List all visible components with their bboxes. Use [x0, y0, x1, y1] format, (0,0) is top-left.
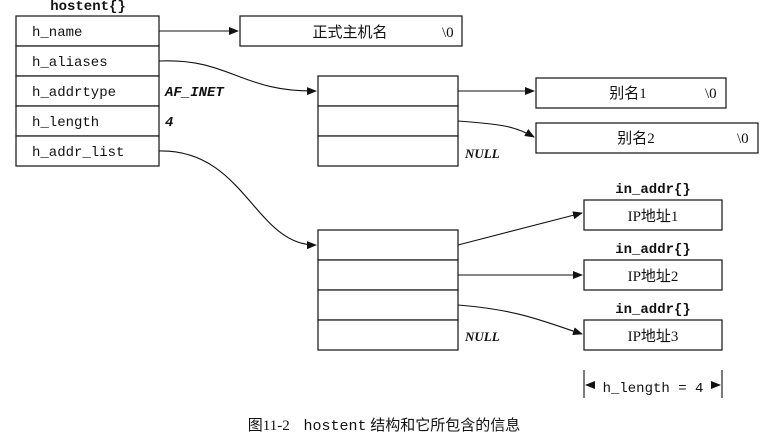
official-name-text: 正式主机名 [312, 24, 387, 41]
alias-list-null: NULL [464, 146, 500, 161]
addrtype-value: AF_INET [164, 85, 225, 101]
caption-figure-number: 图11-2 [248, 417, 290, 434]
alias-1-text: 别名1 [609, 85, 647, 102]
hostent-struct: h_name h_aliases h_addrtype h_length h_a… [15, 15, 160, 167]
caption-text: 结构和它所包含的信息 [370, 416, 520, 434]
official-name-terminator: \0 [442, 25, 454, 41]
addr-pointer-array [317, 229, 459, 351]
alias-1-terminator: \0 [705, 86, 717, 102]
in-addr-1-text: IP地址1 [628, 208, 679, 225]
alias-1-box [535, 77, 727, 109]
in-addr-1-title: in_addr{} [615, 182, 691, 198]
length-annotation: h_length = 4 [603, 381, 704, 397]
official-name-box [239, 15, 463, 47]
caption-code: hostent [303, 418, 366, 435]
arrow-addr-3 [457, 304, 583, 336]
alias-pointer-cell [317, 75, 459, 107]
hostent-title: hostent{} [50, 0, 126, 15]
field-h-addrtype: h_addrtype [32, 85, 116, 101]
in-addr-3-text: IP地址3 [628, 328, 679, 345]
addr-list-null: NULL [464, 329, 500, 344]
hostent-field-box [15, 15, 160, 47]
hostent-field-box [15, 135, 160, 167]
arrow-aliases-to-array [158, 60, 317, 96]
addr-pointer-cell [317, 229, 459, 261]
in-addr-2-title: in_addr{} [615, 242, 691, 258]
length-dimension [583, 370, 723, 398]
addr-pointer-cell [317, 289, 459, 321]
figure-caption: 图11-2 hostent 结构和它所包含的信息 [248, 416, 520, 435]
alias-pointer-array [317, 75, 459, 167]
alias-2-box [535, 122, 759, 154]
in-addr-2-box [583, 259, 723, 291]
hostent-field-box [15, 45, 160, 77]
in-addr-2-text: IP地址2 [628, 268, 679, 285]
field-h-addr-list: h_addr_list [32, 145, 124, 161]
field-h-aliases: h_aliases [32, 55, 108, 71]
arrow-addr-list-to-array [158, 150, 317, 250]
alias-pointer-cell [317, 135, 459, 167]
alias-2-text: 别名2 [617, 130, 655, 147]
in-addr-3-box [583, 319, 723, 351]
alias-pointer-cell [317, 105, 459, 137]
length-value: 4 [165, 115, 173, 131]
arrow-alias-2 [457, 120, 535, 138]
addr-pointer-cell [317, 319, 459, 351]
pointer-arrows [158, 27, 583, 336]
alias-2-terminator: \0 [737, 131, 749, 147]
in-addr-3-title: in_addr{} [615, 302, 691, 318]
hostent-field-box [15, 105, 160, 137]
arrow-addr-1 [457, 211, 583, 246]
field-h-name: h_name [32, 25, 82, 41]
in-addr-1-box [583, 199, 723, 231]
field-h-length: h_length [32, 115, 99, 131]
addr-pointer-cell [317, 259, 459, 291]
